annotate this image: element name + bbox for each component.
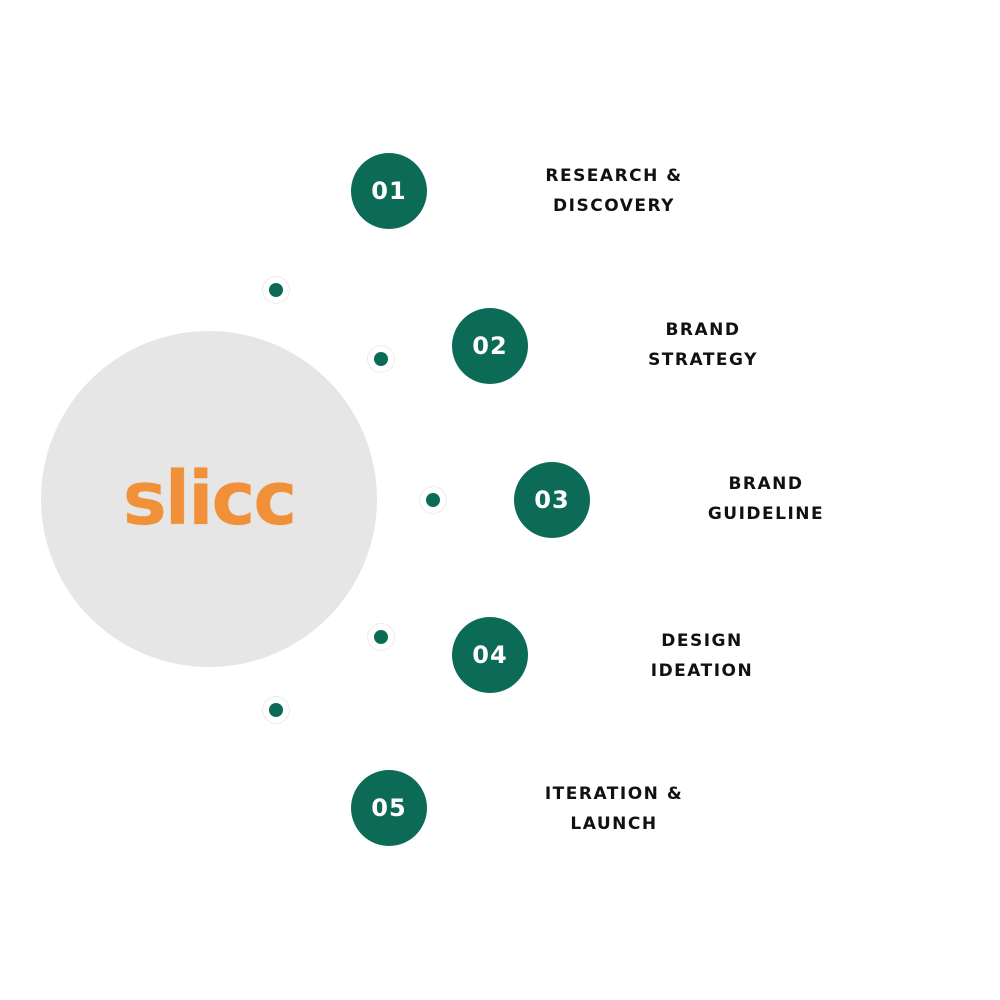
center-hub: slicc xyxy=(41,331,377,667)
step-1-label-line2: DISCOVERY xyxy=(553,196,675,216)
connector-dot xyxy=(263,277,289,303)
connector-dot xyxy=(263,697,289,723)
step-1-label: RESEARCH & DISCOVERY xyxy=(514,161,714,221)
step-1-label-line1: RESEARCH & xyxy=(545,166,683,186)
slicc-logo: slicc xyxy=(122,456,298,542)
step-4-label-line1: DESIGN xyxy=(661,631,743,651)
step-2-number: 02 xyxy=(452,308,528,384)
connector-dot xyxy=(368,624,394,650)
step-5-number: 05 xyxy=(351,770,427,846)
step-4-label-line2: IDEATION xyxy=(650,661,754,681)
step-4-number: 04 xyxy=(452,617,528,693)
step-5-label-line1: ITERATION & xyxy=(544,784,684,804)
step-4-label: DESIGN IDEATION xyxy=(602,626,802,686)
step-3-label: BRAND GUIDELINE xyxy=(666,469,866,529)
connector-dot xyxy=(368,346,394,372)
step-2-label-line1: BRAND xyxy=(665,320,741,340)
step-5-label-line2: LAUNCH xyxy=(570,814,658,834)
step-2-label-line2: STRATEGY xyxy=(648,350,758,370)
step-2-label: BRAND STRATEGY xyxy=(603,315,803,375)
step-3-number: 03 xyxy=(514,462,590,538)
step-3-label-line1: BRAND xyxy=(728,474,804,494)
step-1-number: 01 xyxy=(351,153,427,229)
connector-dot xyxy=(420,487,446,513)
step-3-label-line2: GUIDELINE xyxy=(707,504,825,524)
step-5-label: ITERATION & LAUNCH xyxy=(514,779,714,839)
